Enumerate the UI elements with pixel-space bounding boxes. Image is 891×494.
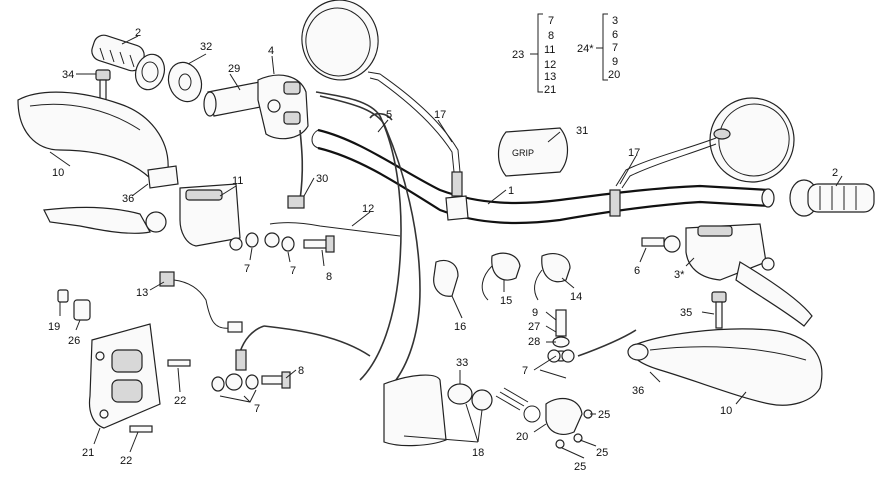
part-label: 8 [326,271,332,283]
part-label: 7 [244,263,250,275]
kit-23-item: 8 [548,30,554,42]
bolt-35 [711,291,727,329]
kit-23-item: 13 [544,71,556,83]
throttle-cables [287,91,421,381]
right-master-cylinder [641,223,813,327]
kit-24-item: 6 [612,29,618,41]
brake-caliper [88,323,191,433]
kit-24-item: 3 [612,15,618,27]
part-label: 22 [174,395,186,407]
kit-24-label: 24* [577,43,594,55]
part-label: 11 [232,175,243,187]
part-label: 7 [522,365,528,377]
part-label: 20 [516,431,528,443]
kit-23-item: 11 [544,44,555,56]
kit-23-item: 21 [544,84,556,96]
left-grip [91,34,166,91]
part-label: 36 [632,385,644,397]
part-label: 28 [528,336,540,348]
right-handguard [627,328,823,406]
part-label: 5 [386,109,392,121]
pad-logo: GRIP [512,148,534,158]
handlebar-pad-31: GRIP [497,127,569,177]
throttle-assembly [203,74,309,140]
part-label: 15 [500,295,512,307]
center-small-parts [547,309,637,363]
kit-23-item: 7 [548,15,554,27]
clamps-switches [433,195,571,301]
left-master-cylinder [43,183,243,251]
part-label: 26 [68,335,80,347]
part-label: 10 [52,167,64,179]
part-label: 7 [290,265,296,277]
right-mirror [609,97,795,217]
part-label: 7 [254,403,260,415]
kit-24-item: 20 [608,69,620,81]
part-label: 22 [120,455,132,467]
kit-23-item: 12 [544,59,556,71]
right-grip [789,179,875,217]
part-label: 32 [200,41,212,53]
leader-lines [49,35,843,459]
part-label: 13 [136,287,148,299]
part-label: 25 [574,461,586,473]
left-handguard [17,91,179,189]
part-label: 25 [596,447,608,459]
part-label: 12 [362,203,374,215]
part-label: 17 [628,147,640,159]
part-label: 30 [316,173,328,185]
kit-23-bracket: 23 7 8 11 12 13 21 [512,13,556,96]
part-label: 2 [832,167,838,179]
kit-24-item: 9 [612,56,618,68]
part-label: 31 [576,125,588,137]
part-label: 21 [82,447,94,459]
part-label: 8 [298,365,304,377]
part-label: 35 [680,307,692,319]
part-labels: 2 32 34 29 4 5 17 10 36 11 30 12 7 7 8 1… [48,27,838,473]
pad-clips [57,289,91,321]
part-label: 10 [720,405,732,417]
brake-hose-lower [211,325,371,392]
part-label: 1 [508,185,514,197]
kit-24-bracket: 24* 3 6 7 9 20 [577,13,620,81]
part-label: 6 [634,265,640,277]
part-label: 33 [456,357,468,369]
part-label: 27 [528,321,540,333]
reservoir-kit [383,374,593,449]
handlebar [311,128,775,225]
bolt-34 [95,69,111,107]
part-label: 29 [228,63,240,75]
part-label: 19 [48,321,60,333]
part-label: 25 [598,409,610,421]
kit-23-label: 23 [512,49,524,61]
part-label: 9 [532,307,538,319]
kit-24-item: 7 [612,42,618,54]
part-label: 14 [570,291,582,303]
part-label: 34 [62,69,74,81]
brake-switch-13 [159,271,243,333]
part-label: 4 [268,45,274,57]
part-label: 36 [122,193,134,205]
part-label: 18 [472,447,484,459]
left-mirror [301,0,463,197]
part-label: 16 [454,321,466,333]
part-label: 17 [434,109,446,121]
washer-32 [167,61,203,103]
part-label: 3* [674,269,685,281]
banjo-bolt-left [245,222,401,253]
part-label: 2 [135,27,141,39]
